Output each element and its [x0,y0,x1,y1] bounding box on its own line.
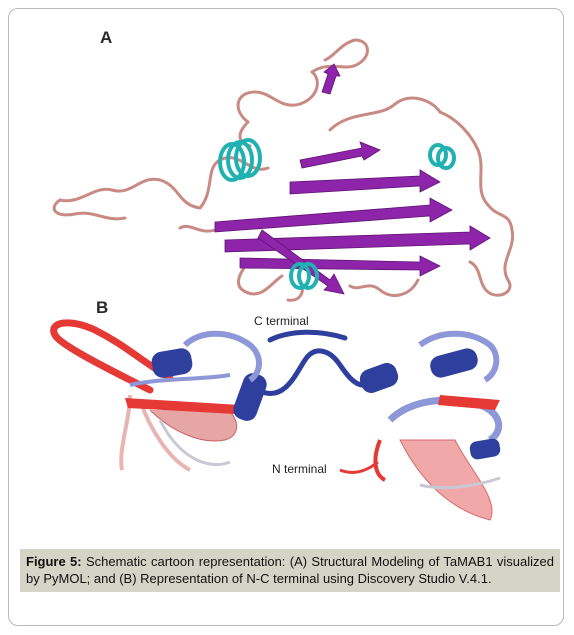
panel-b-grey-coil [158,419,231,467]
panel-b-helix-2 [233,373,267,421]
panel-b-light-coil-2 [129,373,231,387]
figure-artwork [50,38,515,521]
panel-b-linker [259,348,383,396]
figure-caption: Figure 5: Schematic cartoon representati… [20,549,560,592]
panel-b-helix-3 [359,363,399,393]
figure-frame [8,8,564,626]
panel-a-structure [52,38,515,302]
panel-b-n-terminal-strand [373,439,387,482]
panel-b-label: B [96,298,110,317]
panel-b-red-strand [125,398,240,414]
panel-b-red-loop [50,319,174,394]
caption-text: Schematic cartoon representation: (A) St… [26,554,554,586]
panel-b-pink-sheet [149,409,238,442]
caption-label: Figure 5: [26,554,82,569]
n-terminal-label: N terminal [272,462,327,476]
panel-b-structure [50,319,503,521]
panel-b-helix-1 [151,348,193,378]
panel-b-light-coil-1 [182,330,262,383]
c-terminal-label: C terminal [254,314,309,328]
panel-b-helix-4 [430,348,478,378]
panel-b-n-terminal-tail [339,460,379,474]
panel-b-pink-sheet-2 [399,439,493,521]
panel-b-light-coil-3 [418,330,500,383]
panel-a-sheets [214,63,491,295]
panel-a-helices [218,138,456,290]
panel-b-grey-coil-2 [419,476,501,490]
panel-b-helix-5 [469,438,501,460]
panel-b-c-terminal-strand [267,329,348,343]
panel-a-label: A [100,28,114,47]
panel-b-red-strand-2 [438,395,500,410]
